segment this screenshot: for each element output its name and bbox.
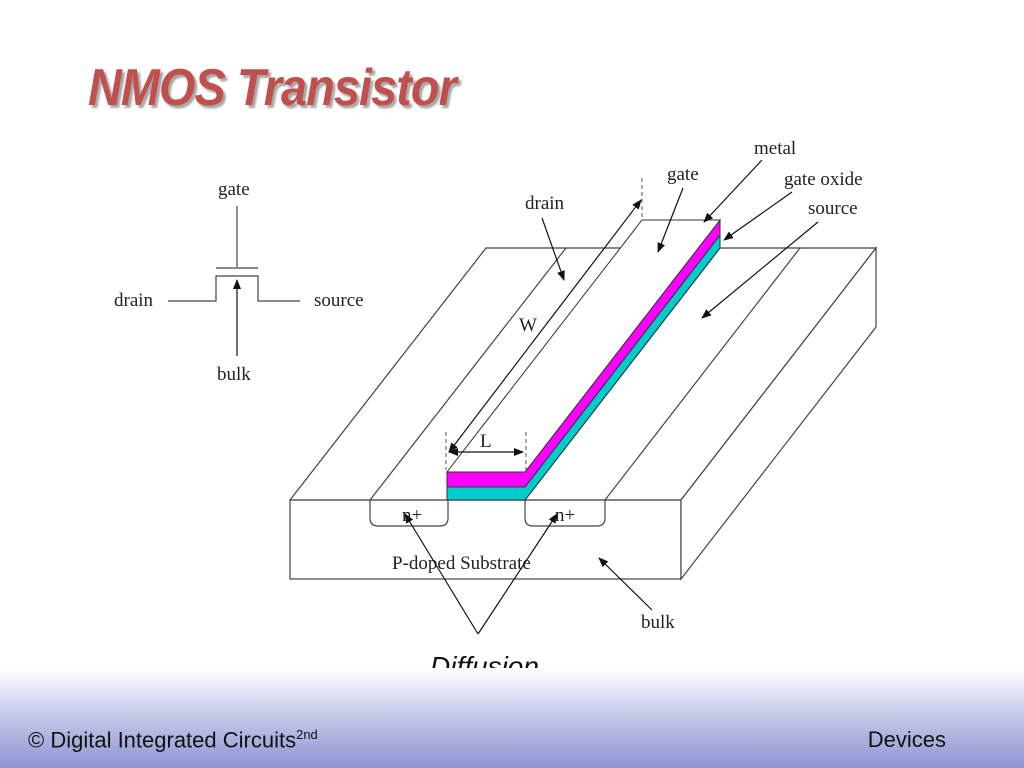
dimensions: L W <box>445 178 643 470</box>
gate-arrow <box>657 187 684 253</box>
gate-label: gate <box>667 164 699 185</box>
callouts: metal gate gate oxide source drain n+ n+… <box>392 138 863 635</box>
source-label: source <box>808 198 858 219</box>
gate-oxide-arrow <box>723 191 793 241</box>
gate-top-face <box>445 219 722 473</box>
nmos-diagram: gate drain source bulk L W meta <box>114 138 878 635</box>
footer-copyright: © Digital Integrated Circuits2nd <box>28 727 318 753</box>
bulk-label: bulk <box>641 612 675 633</box>
metal-arrow <box>703 159 763 223</box>
symbol-drain-label: drain <box>114 290 154 311</box>
source-diffusion-edge-right <box>604 247 801 501</box>
transistor-symbol: gate drain source bulk <box>114 179 364 385</box>
n-plus-right-label: n+ <box>555 505 575 526</box>
l-label: L <box>480 431 492 452</box>
diffusion-arrow-left <box>404 513 479 635</box>
substrate-label: P-doped Substrate <box>392 553 531 574</box>
footer-bar <box>0 668 1024 768</box>
slide-title: NMOS Transistor <box>88 59 457 117</box>
drain-arrow <box>541 217 565 281</box>
source-arrow <box>701 221 819 319</box>
symbol-channel <box>168 275 300 302</box>
substrate-front-face <box>289 499 682 580</box>
symbol-source-label: source <box>314 290 364 311</box>
drain-n-plus-well <box>369 500 449 527</box>
diffusion-arrow-right <box>477 513 558 635</box>
drain-label: drain <box>525 193 565 214</box>
substrate-side-face <box>680 246 877 581</box>
n-plus-left-label: n+ <box>402 505 422 526</box>
symbol-gate-label: gate <box>218 179 250 200</box>
w-arrow-up <box>544 199 642 327</box>
symbol-bulk-label: bulk <box>217 364 251 385</box>
gate-oxide-label: gate oxide <box>784 169 863 190</box>
footer-copyright-text: © Digital Integrated Circuits <box>28 727 297 753</box>
bulk-arrow <box>598 557 653 611</box>
gate-stack <box>445 218 722 501</box>
w-arrow-down <box>448 325 546 453</box>
source-n-plus-well <box>524 500 606 527</box>
metal-label: metal <box>754 138 796 159</box>
drain-diffusion-edge-left <box>369 247 567 501</box>
footer-edition: 2nd <box>296 727 318 742</box>
w-label: W <box>519 315 537 336</box>
footer-section: Devices <box>867 727 946 752</box>
